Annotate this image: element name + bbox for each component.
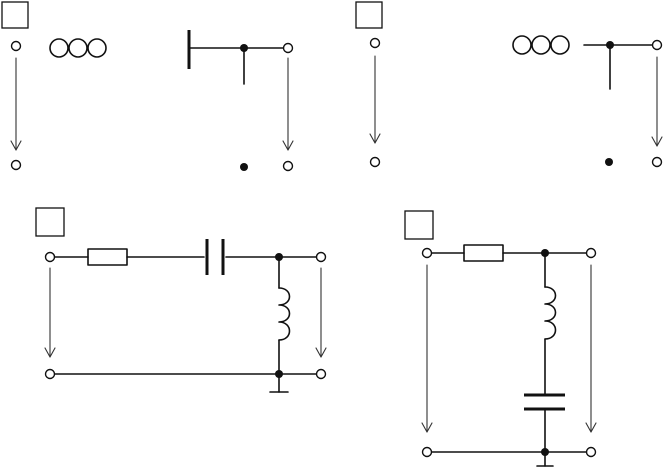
panel-b-input-terminal-bottom [369, 156, 381, 168]
panel-c-output-terminal-top [315, 251, 327, 263]
panel-c-capacitor [205, 239, 225, 275]
panel-b-junction-wires [583, 44, 653, 90]
panel-c-output-voltage-arrow [315, 267, 327, 358]
panel-a [1, 1, 294, 172]
panel-c-input-terminal-bottom [44, 368, 56, 380]
panel-a-output-terminal-top [282, 42, 294, 54]
panel-d-output-terminal-bottom [585, 446, 597, 458]
panel-a-input-voltage-arrow [10, 57, 22, 151]
panel-d [404, 210, 597, 467]
panel-a-inductor [49, 38, 107, 58]
panel-d-input-terminal-bottom [421, 446, 433, 458]
panel-a-output-terminal-bottom [282, 160, 294, 172]
panel-a-junction-dot [240, 44, 248, 52]
panel-a-capacitor-plate [187, 30, 285, 85]
panel-c-input-voltage-arrow [44, 267, 56, 358]
panel-c-inductor [278, 287, 291, 341]
panel-b-inductor [512, 35, 570, 55]
panel-b-output-terminal-top [651, 39, 663, 51]
panel-a-input-terminal-top [10, 40, 22, 52]
panel-a-output-voltage-arrow [282, 57, 294, 151]
panel-c-ground [269, 373, 289, 393]
panel-d-resistor [463, 244, 504, 262]
panel-d-output-terminal-top [585, 247, 597, 259]
panel-d-ground [536, 451, 554, 467]
panel-b-output-voltage-arrow [651, 56, 663, 147]
panel-b-bottom-node-dot [605, 158, 613, 166]
panel-a-bottom-node-dot [240, 163, 248, 171]
panel-a-label-box [1, 1, 29, 29]
panel-c-output-terminal-bottom [315, 368, 327, 380]
panel-d-inductor [544, 286, 557, 340]
panel-c-input-terminal-top [44, 251, 56, 263]
panel-d-input-voltage-arrow [421, 264, 433, 433]
panel-b-label-box [355, 1, 383, 29]
panel-d-label-box [404, 210, 434, 240]
panel-c [35, 207, 327, 393]
panel-d-capacitor [524, 393, 565, 411]
panel-b-output-terminal-bottom [651, 156, 663, 168]
panel-b-junction-dot [606, 41, 614, 49]
panel-d-output-voltage-arrow [585, 264, 597, 433]
panel-d-input-terminal-top [421, 247, 433, 259]
panel-b-input-voltage-arrow [369, 55, 381, 144]
panel-b [355, 1, 663, 168]
panel-a-input-terminal-bottom [10, 159, 22, 171]
panel-c-label-box [35, 207, 65, 237]
panel-b-input-terminal-top [369, 37, 381, 49]
panel-c-resistor [87, 248, 128, 266]
